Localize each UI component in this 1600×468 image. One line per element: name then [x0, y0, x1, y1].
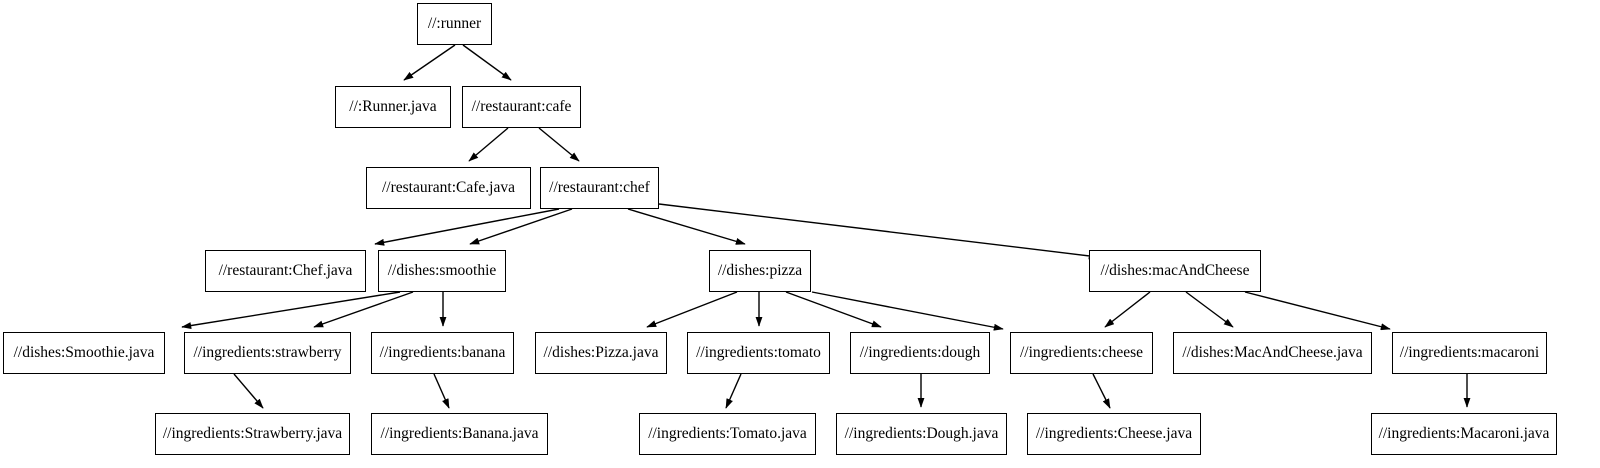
graph-node-ing_dough[interactable]: //ingredients:dough — [850, 332, 990, 374]
graph-node-ing_strawberry[interactable]: //ingredients:strawberry — [184, 332, 351, 374]
graph-node-label: //:Runner.java — [349, 98, 437, 116]
graph-node-label: //ingredients:Dough.java — [844, 425, 999, 443]
graph-node-smoothie_java[interactable]: //dishes:Smoothie.java — [3, 332, 165, 374]
graph-node-macaroni_java[interactable]: //ingredients:Macaroni.java — [1371, 413, 1557, 455]
graph-node-label: //ingredients:macaroni — [1399, 344, 1540, 362]
graph-node-runner[interactable]: //:runner — [417, 3, 492, 45]
graph-node-label: //ingredients:cheese — [1019, 344, 1144, 362]
graph-node-label: //ingredients:Banana.java — [380, 425, 539, 443]
graph-node-dishes_smoothie[interactable]: //dishes:smoothie — [378, 250, 506, 292]
graph-node-restaurant_chef[interactable]: //restaurant:chef — [540, 167, 659, 209]
graph-node-label: //ingredients:Cheese.java — [1035, 425, 1193, 443]
graph-node-restaurant_cafe[interactable]: //restaurant:cafe — [462, 86, 581, 128]
graph-node-ing_banana[interactable]: //ingredients:banana — [371, 332, 514, 374]
graph-node-label: //dishes:pizza — [717, 262, 803, 280]
graph-node-mac_java[interactable]: //dishes:MacAndCheese.java — [1173, 332, 1372, 374]
graph-node-label: //dishes:macAndCheese — [1100, 262, 1250, 280]
graph-node-dough_java[interactable]: //ingredients:Dough.java — [836, 413, 1007, 455]
graph-node-runner_java[interactable]: //:Runner.java — [335, 86, 451, 128]
graph-node-label: //ingredients:dough — [859, 344, 981, 362]
graph-node-tomato_java[interactable]: //ingredients:Tomato.java — [639, 413, 816, 455]
graph-node-cheese_java[interactable]: //ingredients:Cheese.java — [1027, 413, 1201, 455]
graph-node-label: //restaurant:chef — [549, 179, 650, 197]
graph-node-label: //restaurant:Cafe.java — [382, 179, 515, 197]
graph-node-label: //ingredients:tomato — [696, 344, 821, 362]
graph-node-label: //dishes:Smoothie.java — [13, 344, 155, 362]
graph-node-pizza_java[interactable]: //dishes:Pizza.java — [535, 332, 667, 374]
graph-node-label: //ingredients:Tomato.java — [648, 425, 807, 443]
graph-node-dishes_mac[interactable]: //dishes:macAndCheese — [1089, 250, 1261, 292]
graph-node-label: //ingredients:strawberry — [193, 344, 342, 362]
graph-node-ing_tomato[interactable]: //ingredients:tomato — [687, 332, 830, 374]
graph-node-banana_java[interactable]: //ingredients:Banana.java — [371, 413, 548, 455]
graph-node-label: //:runner — [427, 15, 482, 33]
graph-node-label: //ingredients:Macaroni.java — [1378, 425, 1550, 443]
graph-node-ing_cheese[interactable]: //ingredients:cheese — [1010, 332, 1153, 374]
graph-node-ing_macaroni[interactable]: //ingredients:macaroni — [1392, 332, 1547, 374]
graph-node-cafe_java[interactable]: //restaurant:Cafe.java — [366, 167, 531, 209]
graph-node-chef_java[interactable]: //restaurant:Chef.java — [205, 250, 366, 292]
graph-node-label: //ingredients:Strawberry.java — [162, 425, 343, 443]
graph-node-label: //restaurant:cafe — [471, 98, 572, 116]
graph-node-strawberry_java[interactable]: //ingredients:Strawberry.java — [155, 413, 350, 455]
graph-node-label: //restaurant:Chef.java — [218, 262, 353, 280]
graph-node-label: //dishes:MacAndCheese.java — [1182, 344, 1363, 362]
graph-node-dishes_pizza[interactable]: //dishes:pizza — [709, 250, 811, 292]
graph-node-label: //dishes:Pizza.java — [543, 344, 659, 362]
graph-node-label: //ingredients:banana — [379, 344, 506, 362]
graph-node-label: //dishes:smoothie — [387, 262, 497, 280]
